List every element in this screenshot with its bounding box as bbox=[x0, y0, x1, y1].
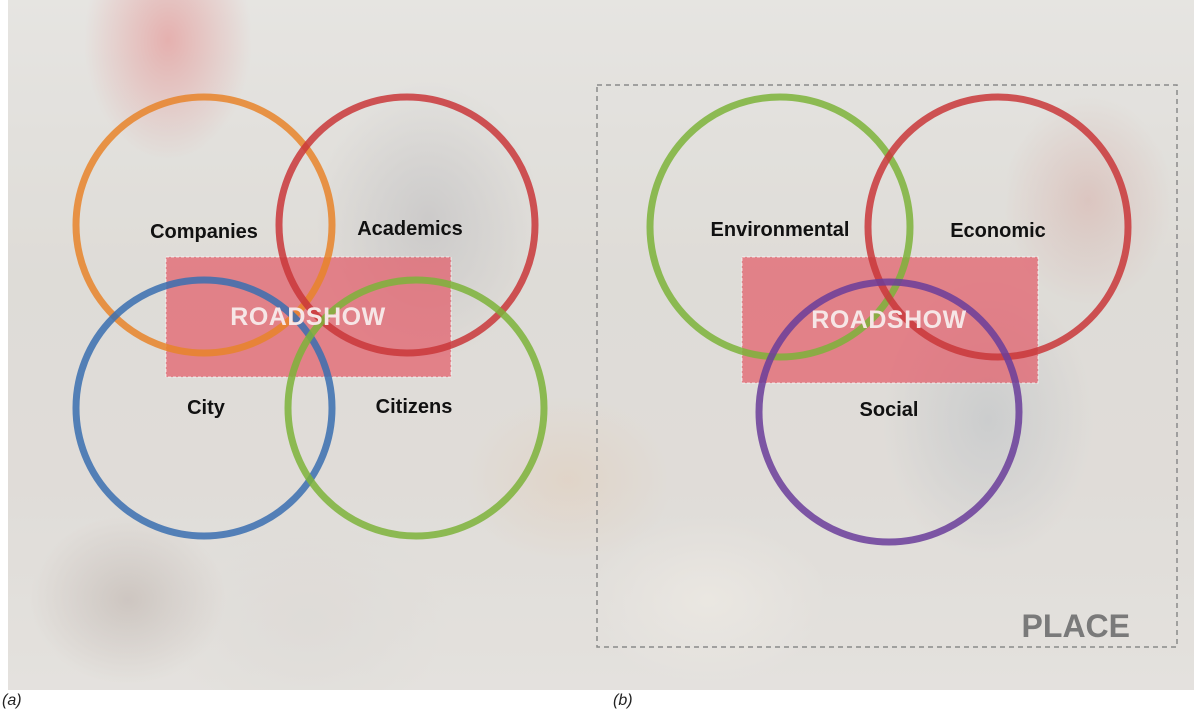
circle-companies bbox=[72, 93, 336, 357]
panel-b: Environmental Economic Social ROADSHOW P… bbox=[596, 84, 1178, 648]
panel-b-roadshow-box bbox=[741, 256, 1039, 384]
label-social: Social bbox=[860, 399, 919, 421]
panel-a-roadshow-label: ROADSHOW bbox=[230, 303, 385, 331]
panel-a: Companies Academics City Citizens ROADSH… bbox=[72, 93, 548, 540]
circle-academics bbox=[275, 93, 539, 357]
place-label: PLACE bbox=[1022, 608, 1130, 644]
caption-a: (a) bbox=[2, 692, 22, 709]
circle-environmental bbox=[646, 93, 914, 361]
place-frame bbox=[596, 84, 1178, 648]
panel-b-roadshow-label: ROADSHOW bbox=[811, 306, 966, 334]
label-academics: Academics bbox=[357, 218, 463, 240]
caption-b: (b) bbox=[613, 692, 633, 709]
label-citizens: Citizens bbox=[376, 396, 453, 418]
circle-social bbox=[755, 278, 1023, 546]
label-environmental: Environmental bbox=[711, 219, 850, 241]
label-companies: Companies bbox=[150, 221, 258, 243]
label-city: City bbox=[187, 397, 226, 419]
circle-city bbox=[72, 276, 336, 540]
circle-citizens bbox=[284, 276, 548, 540]
circle-economic bbox=[864, 93, 1132, 361]
label-economic: Economic bbox=[950, 220, 1046, 242]
